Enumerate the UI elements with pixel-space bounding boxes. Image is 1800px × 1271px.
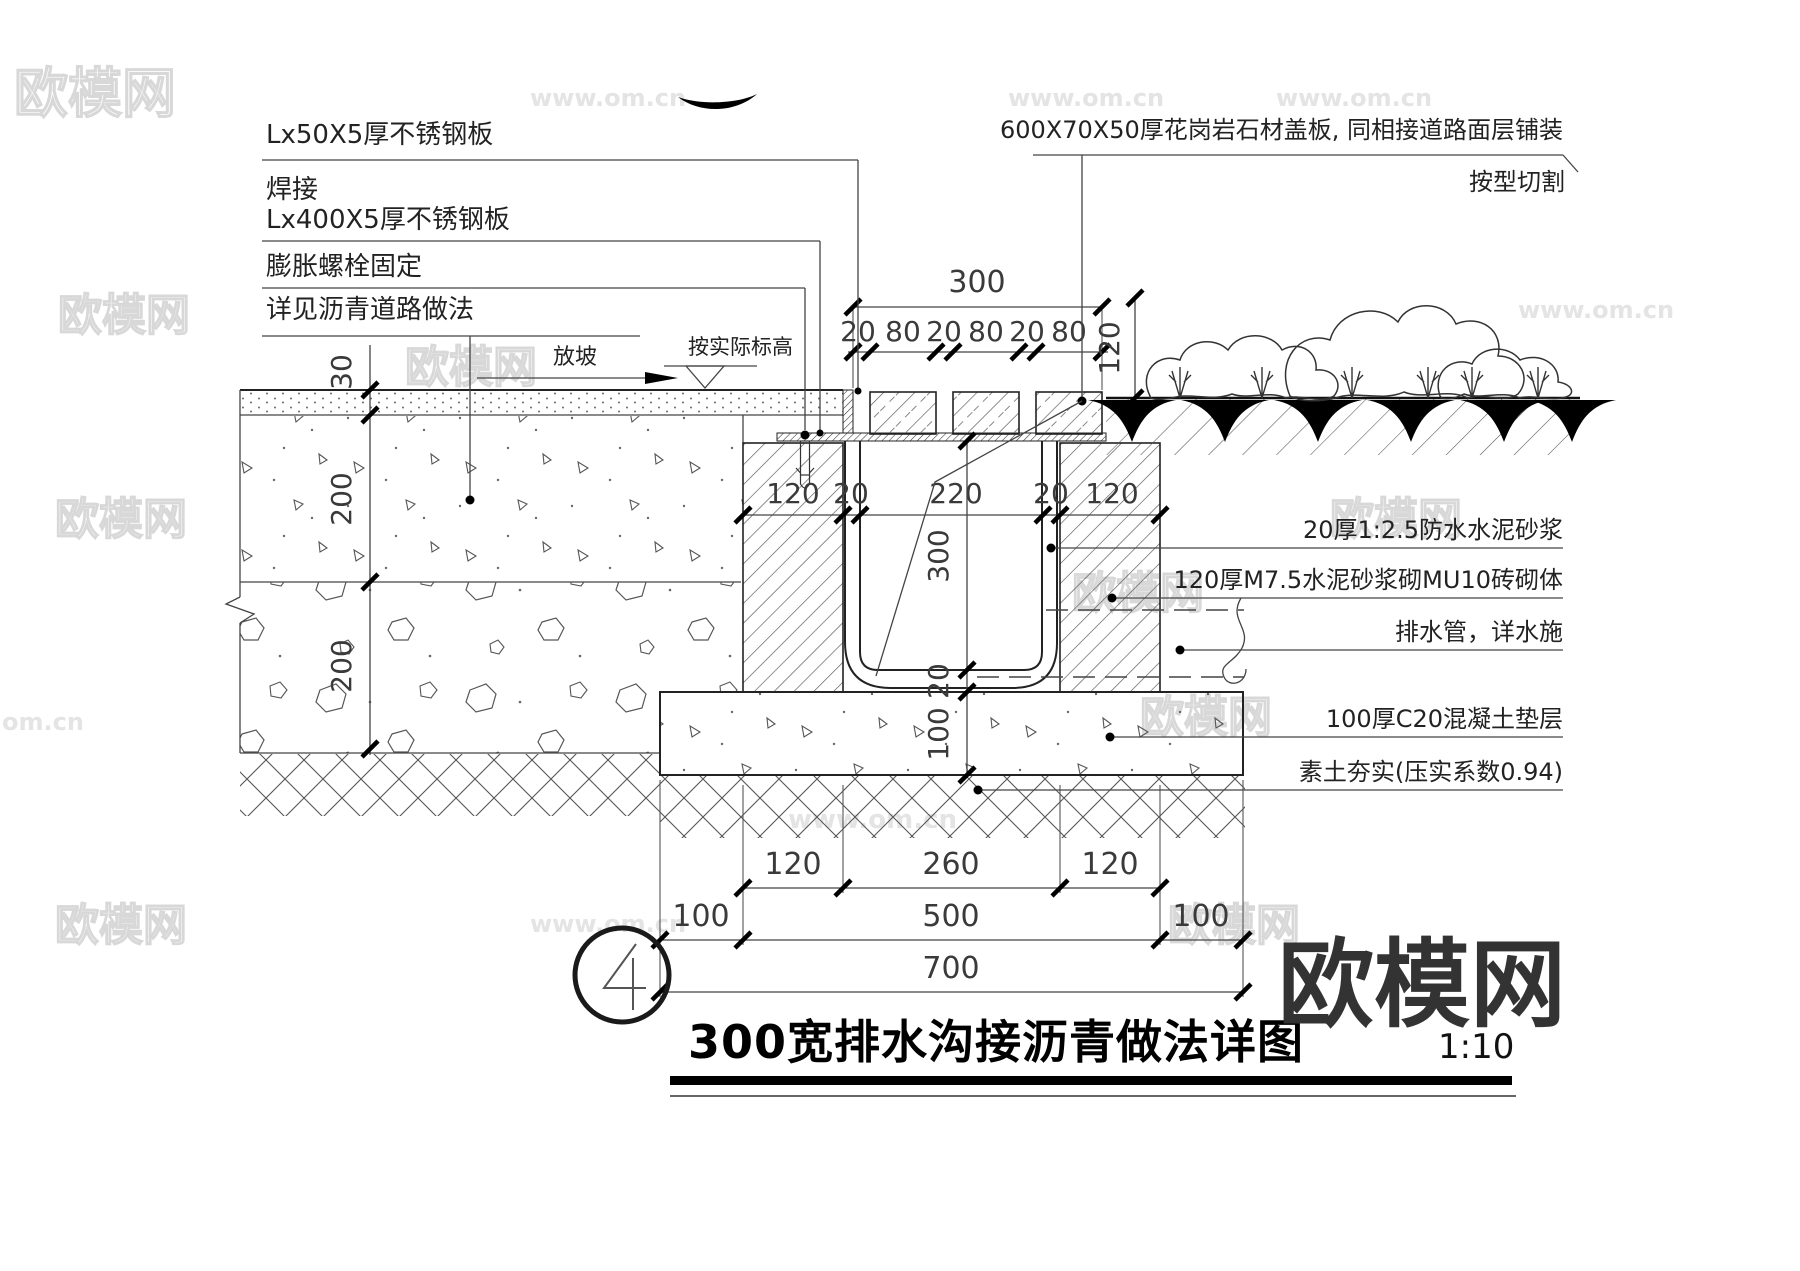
dim-wall-row-1: 20 <box>833 477 869 510</box>
watermark: 欧模网 <box>58 290 190 341</box>
gravel-layer <box>240 582 740 753</box>
slope-arrowhead <box>645 372 678 384</box>
dim-footing1-2: 120 <box>1081 847 1138 882</box>
expansion-bolt <box>795 430 815 489</box>
watermark: om.cn <box>2 708 84 736</box>
watermark: 欧模网 <box>1168 900 1300 951</box>
concrete-footing <box>659 691 1244 776</box>
dim-wall-row-0: 120 <box>766 477 819 510</box>
watermark: www.om.cn <box>1276 84 1432 112</box>
dim-roadbase-thk: 200 <box>325 472 358 525</box>
brick-wall-left <box>742 442 844 693</box>
granite-cover-2 <box>952 391 1020 435</box>
callout-granite-cover: 600X70X50厚花岗岩石材盖板, 同相接道路面层铺装 <box>1000 116 1563 144</box>
watermark: www.om.cn <box>530 84 686 112</box>
dim-subbase-thk: 200 <box>325 639 358 692</box>
detail-number-circle <box>572 925 672 1025</box>
dim-cover-row-3: 80 <box>968 315 1004 348</box>
title-rule-thick <box>670 1076 1512 1085</box>
callout-anchor-bolt: 膨胀螺栓固定 <box>266 252 422 282</box>
dim-wall-row-4: 120 <box>1085 477 1138 510</box>
granite-cover-1 <box>869 391 937 435</box>
callout-drain-pipe: 排水管，详水施 <box>1395 618 1563 646</box>
watermark: www.om.cn <box>1518 296 1674 324</box>
subgrade-left <box>240 754 660 816</box>
watermark: 欧模网 <box>1330 494 1462 545</box>
level-symbol <box>685 365 726 389</box>
road-section <box>224 389 843 816</box>
pipe-break-symbol <box>1222 597 1247 684</box>
brick-wall-right <box>1059 442 1161 693</box>
dim-footing2-1: 500 <box>922 899 979 934</box>
watermark: 欧模网 <box>55 494 187 545</box>
callout-l50-plate: Lx50X5厚不锈钢板 <box>266 120 493 150</box>
callouts: Lx50X5厚不锈钢板 焊接 Lx400X5厚不锈钢板 膨胀螺栓固定 详见沥青道… <box>262 116 1579 795</box>
steel-channel-inner <box>859 441 1043 671</box>
dim-trench-depth: 300 <box>922 529 955 582</box>
note-actual-level: 按实际标高 <box>688 335 793 359</box>
dim-footing1-1: 260 <box>922 847 979 882</box>
watermark: 欧模网 <box>14 62 176 125</box>
asphalt-layer <box>240 391 843 415</box>
dim-footing-total: 700 <box>922 951 979 986</box>
title-block: 300宽排水沟接沥青做法详图 1:10 <box>572 925 1516 1097</box>
dim-asphalt-thk: 30 <box>325 354 358 390</box>
planting-section <box>1088 305 1616 455</box>
dim-footing1-0: 120 <box>764 847 821 882</box>
drawing-title: 300宽排水沟接沥青做法详图 <box>688 1015 1304 1069</box>
dim-cover-row-2: 20 <box>926 315 962 348</box>
steel-angle-upstand <box>842 389 854 434</box>
detail-number-glyph <box>602 943 646 1010</box>
callout-l400-plate: Lx400X5厚不锈钢板 <box>266 205 510 235</box>
subgrade-center <box>660 776 1245 838</box>
callout-brick-masonry: 120厚M7.5水泥砂浆砌MU10砖砌体 <box>1174 566 1564 594</box>
dim-cover-span: 300 <box>948 265 1005 300</box>
watermark: www.om.cn <box>1008 84 1164 112</box>
dim-footing2-2: 100 <box>1172 899 1229 934</box>
callout-compacted-soil: 素土夯实(压实系数0.94) <box>1299 758 1563 786</box>
note-slope: 放坡 <box>553 345 597 370</box>
callout-weld: 焊接 <box>266 175 318 205</box>
watermark-logo: 欧模网 <box>1278 929 1566 1041</box>
dim-cover-row-4: 20 <box>1009 315 1045 348</box>
dim-wall-row-3: 20 <box>1033 477 1069 510</box>
callout-concrete-cushion: 100厚C20混凝土垫层 <box>1326 705 1563 733</box>
dim-footing2-0: 100 <box>672 899 729 934</box>
dimensions: 300 20 80 20 80 20 80 120 20 220 20 120 … <box>325 265 1251 1000</box>
trench-section <box>659 389 1247 838</box>
ground-flowers <box>1168 366 1550 399</box>
callout-cut-to-shape: 按型切割 <box>1469 168 1565 196</box>
steel-channel-outer <box>844 441 1058 689</box>
dim-planting-depth: 120 <box>1093 321 1126 374</box>
road-concrete-layer <box>240 416 743 582</box>
dim-mortar-bed: 20 <box>922 663 955 699</box>
granite-cover-3 <box>1035 391 1103 435</box>
dim-cover-row-1: 80 <box>885 315 921 348</box>
watermark: 欧模网 <box>55 900 187 951</box>
watermark: 欧模网 <box>405 342 537 393</box>
dim-cover-row-5: 80 <box>1051 315 1087 348</box>
dim-footing-thk: 100 <box>922 707 955 760</box>
shrub-outlines <box>1145 305 1573 402</box>
dim-wall-row-2: 220 <box>929 477 982 510</box>
watermark: www.om.cn <box>530 910 686 938</box>
callout-asphalt-road: 详见沥青道路做法 <box>266 295 474 325</box>
swoosh-mark <box>678 94 757 110</box>
callout-waterproof-mortar: 20厚1:2.5防水水泥砂浆 <box>1303 516 1563 544</box>
drawing-sc.ale: 1:10 <box>1438 1027 1514 1067</box>
